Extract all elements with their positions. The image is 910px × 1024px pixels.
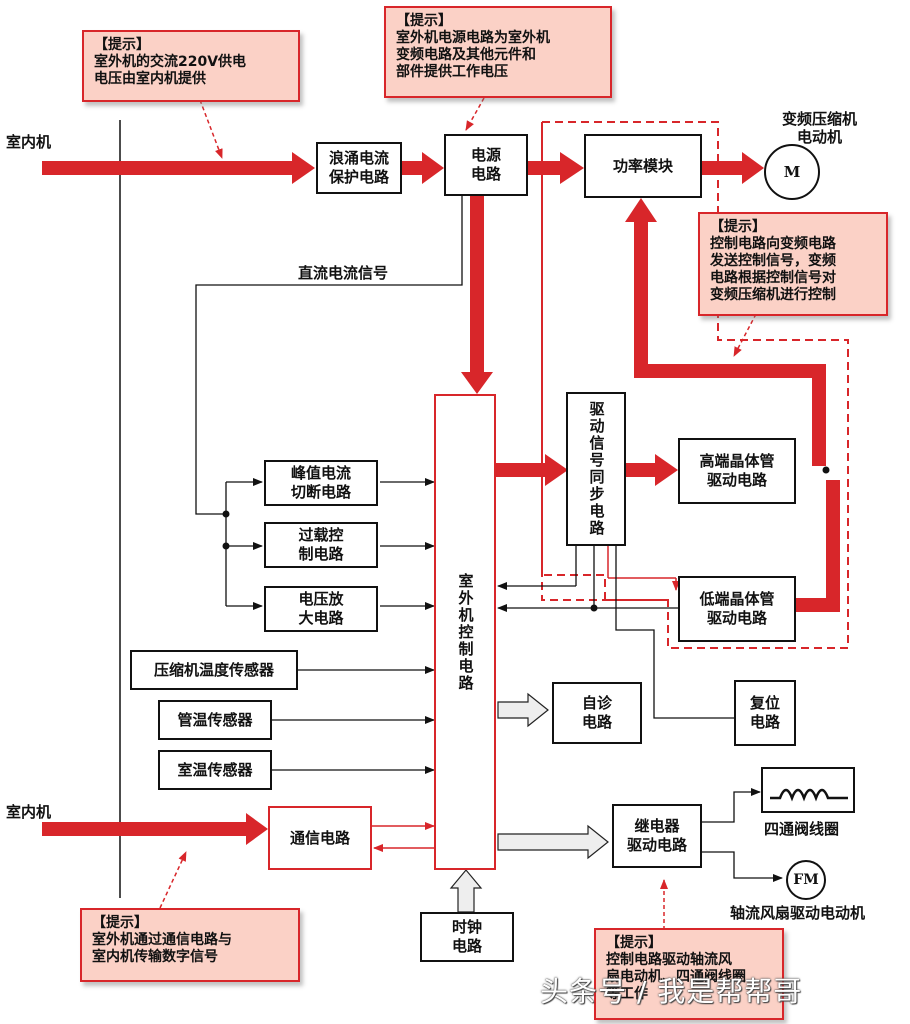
high-side-transistor-driver[interactable]: 高端晶体管 驱动电路 (678, 438, 796, 504)
arrow-control-to-relay (497, 824, 609, 860)
communication-circuit[interactable]: 通信电路 (268, 806, 372, 870)
outdoor-control-label: 室外机控制电路 (456, 572, 475, 692)
indoor-unit-label-top: 室内机 (6, 133, 52, 151)
signal-lines (195, 196, 783, 882)
tip-ac-supply: 【提示】 室外机的交流220V供电 电压由室内机提供 (82, 30, 300, 102)
watermark: 头条号 / 我是帮帮哥 (540, 975, 803, 1008)
coil-symbol-icon (770, 788, 848, 802)
voltage-amplifier-circuit[interactable]: 电压放 大电路 (264, 586, 378, 632)
surge-protection-circuit[interactable]: 浪涌电流 保护电路 (316, 142, 402, 194)
arrow-clock-to-control (449, 869, 483, 913)
power-supply-circuit[interactable]: 电源 电路 (444, 134, 528, 196)
compressor-motor-label: 变频压缩机 电动机 (782, 110, 858, 146)
arrow-surge-to-power (402, 152, 444, 184)
tip-power-circuit: 【提示】 室外机电源电路为室外机 变频电路及其他元件和 部件提供工作电压 (384, 6, 612, 98)
drive-signal-sync-circuit[interactable]: 驱动信号同步电路 (566, 392, 626, 546)
fan-motor-label: 轴流风扇驱动电动机 (730, 904, 866, 922)
arrow-control-to-selfdiag (497, 692, 549, 728)
clock-circuit[interactable]: 时钟 电路 (420, 912, 514, 962)
tip-relay-drive: 【提示】 控制电路驱动轴流风 扇电动机、四通阀线圈 等工作 (594, 928, 784, 1020)
arrow-power-to-module (528, 152, 584, 184)
inverter-frame-lower (541, 122, 668, 601)
arrow-module-to-motor (702, 152, 764, 184)
tip-communication: 【提示】 室外机通过通信电路与 室内机传输数字信号 (80, 908, 300, 982)
callout-pointers (159, 97, 757, 930)
dc-current-signal-label: 直流电流信号 (298, 264, 389, 282)
compressor-temp-sensor[interactable]: 压缩机温度传感器 (130, 650, 298, 690)
low-side-transistor-driver[interactable]: 低端晶体管 驱动电路 (678, 576, 796, 642)
arrow-indoor-to-comm (42, 813, 268, 845)
arrow-feedback-to-module (625, 198, 840, 612)
junction-dots (222, 466, 830, 612)
peak-current-cutoff-circuit[interactable]: 峰值电流 切断电路 (264, 460, 378, 506)
compressor-motor-symbol: M (764, 144, 820, 200)
power-module[interactable]: 功率模块 (584, 134, 702, 198)
arrow-indoor-to-surge (42, 152, 315, 184)
tip-inverter-control: 【提示】 控制电路向变频电路 发送控制信号，变频 电路根据控制信号对 变频压缩机… (698, 212, 888, 316)
self-diagnosis-circuit[interactable]: 自诊 电路 (552, 682, 642, 744)
arrow-power-to-control (461, 196, 493, 394)
overload-control-circuit[interactable]: 过载控 制电路 (264, 522, 378, 568)
fan-motor-symbol: FM (786, 860, 826, 900)
hollow-arrows (449, 692, 609, 913)
inverter-frame-upper (541, 121, 849, 649)
arrow-control-to-drive (495, 454, 568, 486)
drive-sync-label: 驱动信号同步电路 (587, 401, 606, 537)
pipe-temp-sensor[interactable]: 管温传感器 (158, 700, 272, 740)
indoor-unit-label-bottom: 室内机 (6, 803, 52, 821)
comm-lines (372, 546, 680, 852)
reset-circuit[interactable]: 复位 电路 (734, 680, 796, 746)
power-flow-arrows (42, 152, 840, 612)
relay-driver-circuit[interactable]: 继电器 驱动电路 (612, 804, 702, 868)
outdoor-control-circuit[interactable]: 室外机控制电路 (434, 394, 496, 870)
room-temp-sensor[interactable]: 室温传感器 (158, 750, 272, 790)
valve-coil-label: 四通阀线圈 (764, 820, 840, 838)
arrow-drive-to-high (626, 454, 678, 486)
